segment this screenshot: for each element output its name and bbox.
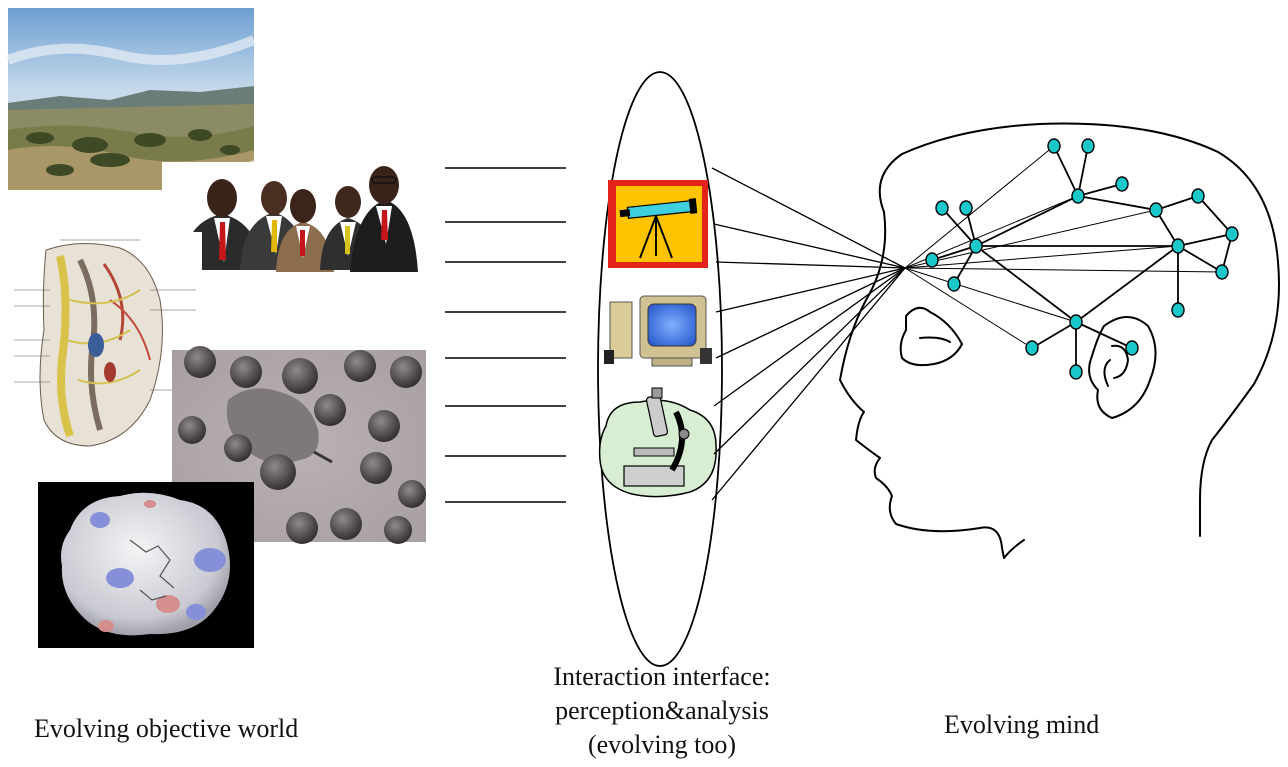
network-node (1215, 264, 1229, 280)
network-node (925, 252, 939, 268)
network-node (1069, 364, 1083, 380)
computer-icon (604, 295, 712, 367)
network-nodes (925, 138, 1239, 380)
network-node (1125, 340, 1139, 356)
network-node (1069, 314, 1083, 330)
network-thin-lines (904, 145, 1223, 349)
interface-ellipse (597, 71, 723, 667)
network-node (1071, 188, 1085, 204)
network-node (1115, 176, 1129, 192)
network-node (947, 276, 961, 292)
network-node (1171, 302, 1185, 318)
businessmen-clipart (162, 162, 422, 274)
world-caption: Evolving objective world (34, 714, 299, 743)
network-node (969, 238, 983, 254)
perception-rays (711, 167, 906, 501)
telescope-icon (608, 180, 708, 268)
network-edges (931, 145, 1233, 372)
network-node (1225, 226, 1239, 242)
world-connector-lines (445, 167, 566, 503)
head-outline (839, 122, 1280, 559)
network-node (1171, 238, 1185, 254)
network-node (935, 200, 949, 216)
interface-caption-line-1: Interaction interface: (553, 662, 771, 691)
interface-caption-line-3: (evolving too) (587, 730, 737, 759)
network-node (1191, 188, 1205, 204)
microscope-icon (598, 387, 717, 498)
network-node (959, 200, 973, 216)
interface-caption: Interaction interface: perception&analys… (528, 660, 796, 762)
interface-caption-line-2: perception&analysis (555, 696, 769, 725)
network-node (1025, 340, 1039, 356)
mind-caption: Evolving mind (944, 710, 1100, 739)
network-node (1047, 138, 1061, 154)
molecule-rendering (38, 482, 254, 648)
network-node (1081, 138, 1095, 154)
network-node (1149, 202, 1163, 218)
anatomy-illustration (6, 232, 202, 454)
